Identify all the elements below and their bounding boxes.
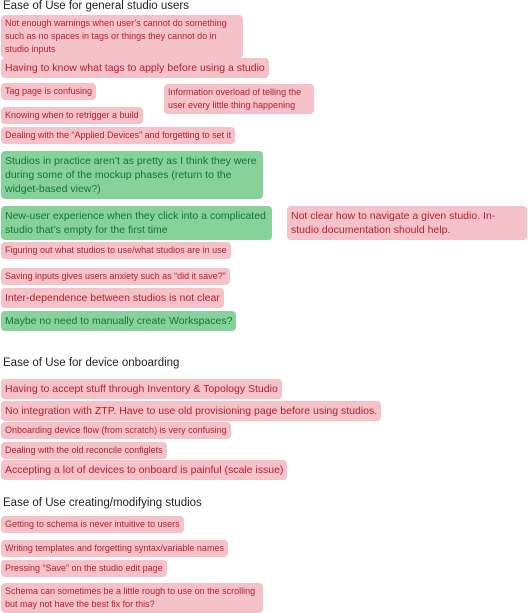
sticky-note[interactable]: Schema can sometimes be a little rough t… — [1, 583, 263, 613]
sticky-note[interactable]: New-user experience when they click into… — [1, 206, 272, 240]
sticky-note[interactable]: Not clear how to navigate a given studio… — [287, 206, 527, 240]
sticky-note[interactable]: Tag page is confusing — [1, 83, 97, 100]
sticky-note[interactable]: Onboarding device flow (from scratch) is… — [1, 422, 231, 439]
sticky-note[interactable]: Having to accept stuff through Inventory… — [1, 379, 282, 399]
sticky-note[interactable]: Information overload of telling the user… — [164, 84, 314, 114]
sticky-note[interactable]: Knowing when to retrigger a build — [1, 107, 143, 124]
sticky-note[interactable]: Writing templates and forgetting syntax/… — [1, 540, 228, 557]
sticky-note[interactable]: Pressing “Save” on the studio edit page — [1, 560, 167, 577]
section-title-device-onboarding: Ease of Use for device onboarding — [3, 357, 180, 369]
section-title-creating-modifying-studios: Ease of Use creating/modifying studios — [3, 497, 202, 509]
sticky-note[interactable]: Dealing with the old reconcile configlet… — [1, 442, 167, 459]
sticky-note[interactable]: Accepting a lot of devices to onboard is… — [1, 460, 288, 480]
sticky-note[interactable]: Dealing with the “Applied Devices” and f… — [1, 127, 236, 144]
sticky-note[interactable]: No integration with ZTP. Have to use old… — [1, 401, 382, 421]
sticky-note[interactable]: Not enough warnings when user’s cannot d… — [1, 15, 243, 58]
sticky-note[interactable]: Inter-dependence between studios is not … — [1, 288, 224, 308]
section-title-general-users: Ease of Use for general studio users — [3, 0, 190, 12]
sticky-note[interactable]: Figuring out what studios to use/what st… — [1, 242, 231, 259]
sticky-note[interactable]: Saving inputs gives users anxiety such a… — [1, 268, 230, 285]
sticky-note[interactable]: Getting to schema is never intuitive to … — [1, 516, 184, 533]
sticky-note[interactable]: Maybe no need to manually create Workspa… — [1, 311, 237, 331]
sticky-note[interactable]: Having to know what tags to apply before… — [1, 58, 269, 78]
sticky-note[interactable]: Studios in practice aren’t as pretty as … — [1, 151, 263, 199]
